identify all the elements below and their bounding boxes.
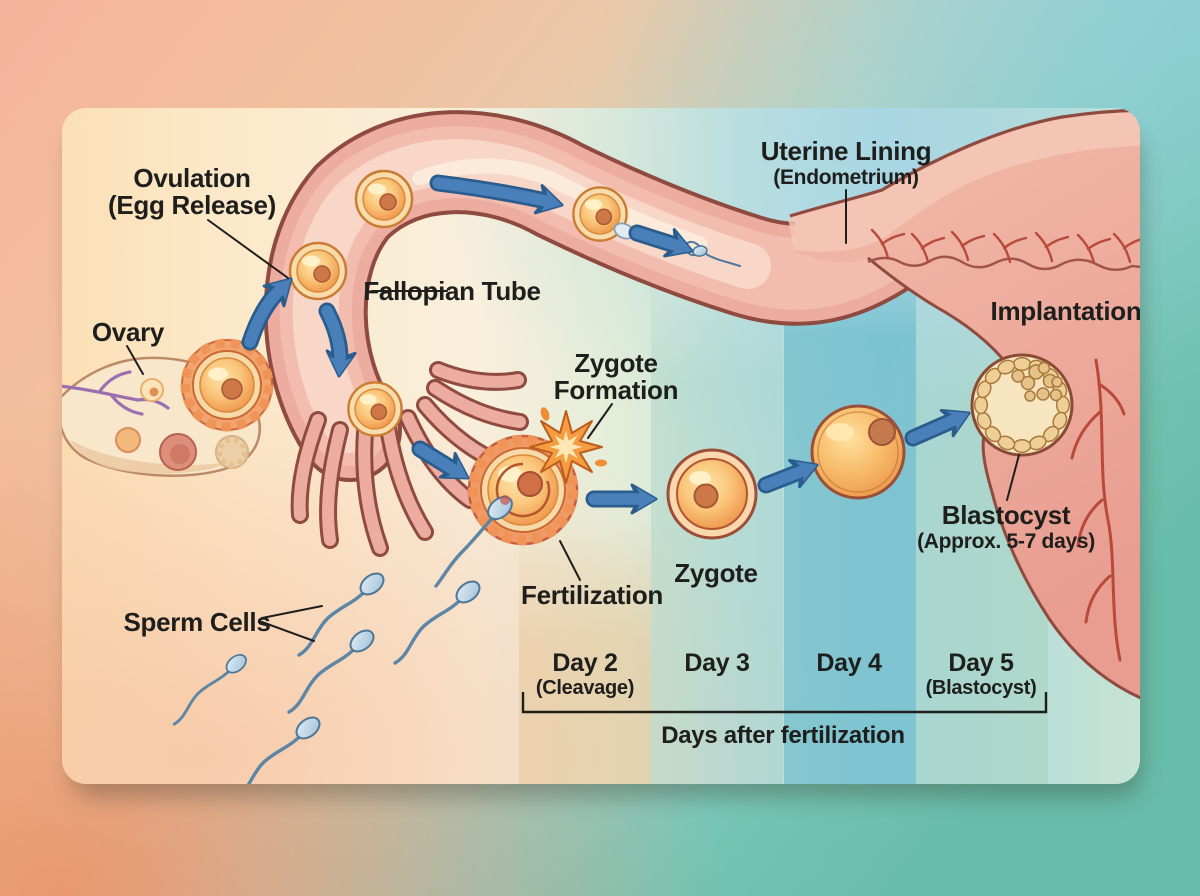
implantation-label: Implantation	[991, 296, 1142, 326]
sperm-cells-label: Sperm Cells	[124, 607, 271, 637]
egg-cell-in-tube-2	[288, 241, 348, 301]
ovary-label: Ovary	[92, 317, 165, 347]
uterus-top-outline	[789, 108, 1140, 218]
arrow-icon	[628, 224, 694, 258]
fertilization-burst-icon	[529, 407, 607, 484]
uterine-wall-vessel	[1070, 358, 1126, 662]
day2-sublabel: (Cleavage)	[536, 677, 634, 699]
inner-cell-mass	[1011, 361, 1063, 402]
day5-label: Day 5	[948, 649, 1014, 677]
arrow-icon	[429, 174, 564, 215]
uterus-illustration	[788, 108, 1140, 704]
egg-cell-in-tube-1	[354, 169, 414, 229]
ovulation-label: Ovulation	[133, 163, 250, 193]
day3-label: Day 3	[684, 649, 749, 677]
day4-label: Day 4	[816, 649, 882, 677]
leader-line	[587, 403, 613, 439]
diagram-labels: Ovulation (Egg Release) Ovary Fallopian …	[92, 136, 1142, 637]
arrow-icon	[318, 302, 357, 378]
arrow-icon	[241, 277, 293, 351]
sperm-cell-fertilizing	[434, 495, 513, 588]
blastocyst-illustration	[970, 353, 1074, 457]
arrow-icon	[757, 459, 819, 494]
flow-arrows	[241, 174, 971, 515]
timeline-bracket	[521, 692, 1048, 714]
ovulation-sublabel: (Egg Release)	[108, 190, 276, 220]
diagram-panel: Ovulation (Egg Release) Ovary Fallopian …	[62, 108, 1142, 784]
leader-lines	[126, 189, 1020, 642]
blastocyst-sublabel: (Approx. 5-7 days)	[917, 530, 1095, 553]
uterine-lining-sublabel: (Endometrium)	[773, 166, 918, 189]
fertilization-label: Fertilization	[521, 580, 663, 610]
sperm-cell-in-tube	[684, 241, 741, 267]
zygote-cell	[666, 448, 758, 540]
fallopian-tube-label: Fallopian Tube	[363, 276, 540, 306]
zygote-formation-label2: Formation	[554, 375, 678, 405]
leader-line	[261, 605, 323, 642]
ovulated-egg-cell	[180, 338, 274, 432]
leader-line	[207, 219, 289, 279]
embryo-cell-day4	[810, 404, 906, 500]
ovary-illustration	[62, 338, 274, 477]
ovarian-vessel	[62, 370, 170, 416]
leader-line	[559, 540, 581, 581]
blastocyst-label: Blastocyst	[942, 500, 1071, 530]
timeline-axis-label: Days after fertilization	[661, 722, 905, 749]
arrow-icon	[904, 408, 971, 447]
uterine-lining-label: Uterine Lining	[761, 136, 932, 166]
day5-sublabel: (Blastocyst)	[926, 677, 1037, 699]
leader-line	[1006, 454, 1020, 501]
arrow-icon	[585, 483, 658, 515]
zygote-formation-label: Zygote	[574, 348, 657, 378]
arrow-icon	[411, 440, 470, 480]
day2-label: Day 2	[552, 649, 617, 677]
egg-cell-at-fimbriae	[347, 381, 403, 437]
zygote-label: Zygote	[674, 558, 757, 588]
leader-line	[126, 345, 144, 375]
endometrium-edge	[867, 255, 1140, 271]
timeline: Day 2 (Cleavage) Day 3 Day 4 Day 5 (Blas…	[521, 649, 1048, 749]
